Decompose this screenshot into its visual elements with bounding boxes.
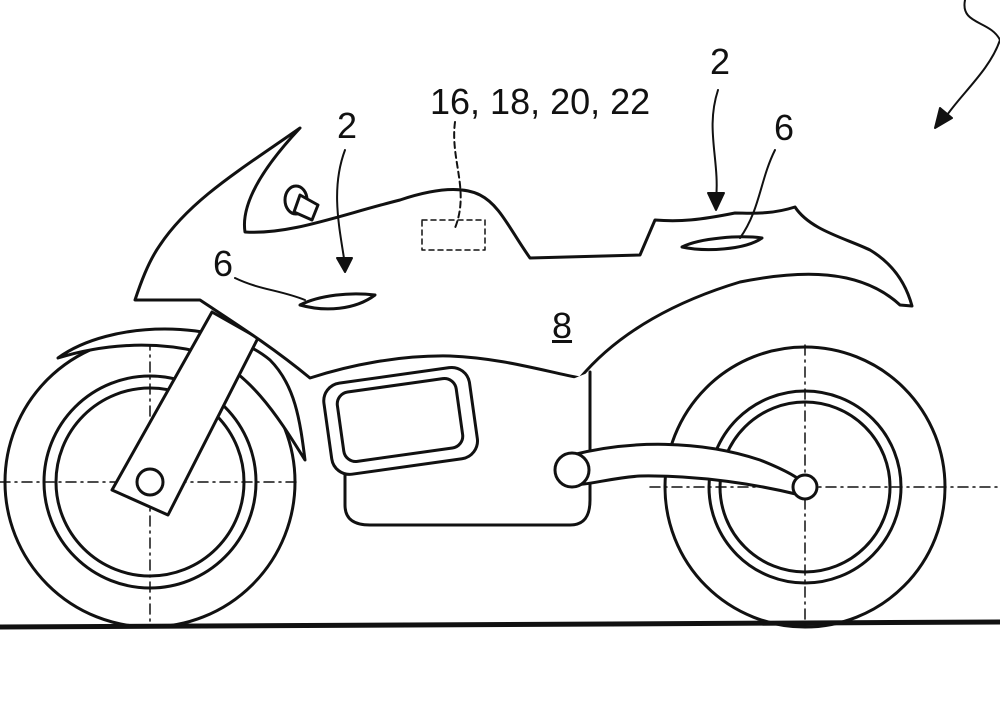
rear-wheel <box>649 344 1000 629</box>
reference-numeral-8: 8 <box>552 305 573 346</box>
rear-light-element <box>680 235 764 252</box>
fairing-body <box>133 126 914 380</box>
swingarm <box>553 442 819 501</box>
reference-numeral-6-rear: 6 <box>774 107 795 148</box>
reference-numeral-6-front: 6 <box>213 243 234 284</box>
front-light-element <box>298 292 377 311</box>
reference-numerals-sensors: 16, 18, 20, 22 <box>430 81 651 122</box>
reference-numeral-2-rear: 2 <box>710 41 731 82</box>
reference-numeral-2-front: 2 <box>337 105 358 146</box>
handlebar <box>283 184 320 222</box>
battery-box <box>322 365 479 476</box>
sensor-unit-box <box>421 219 486 251</box>
